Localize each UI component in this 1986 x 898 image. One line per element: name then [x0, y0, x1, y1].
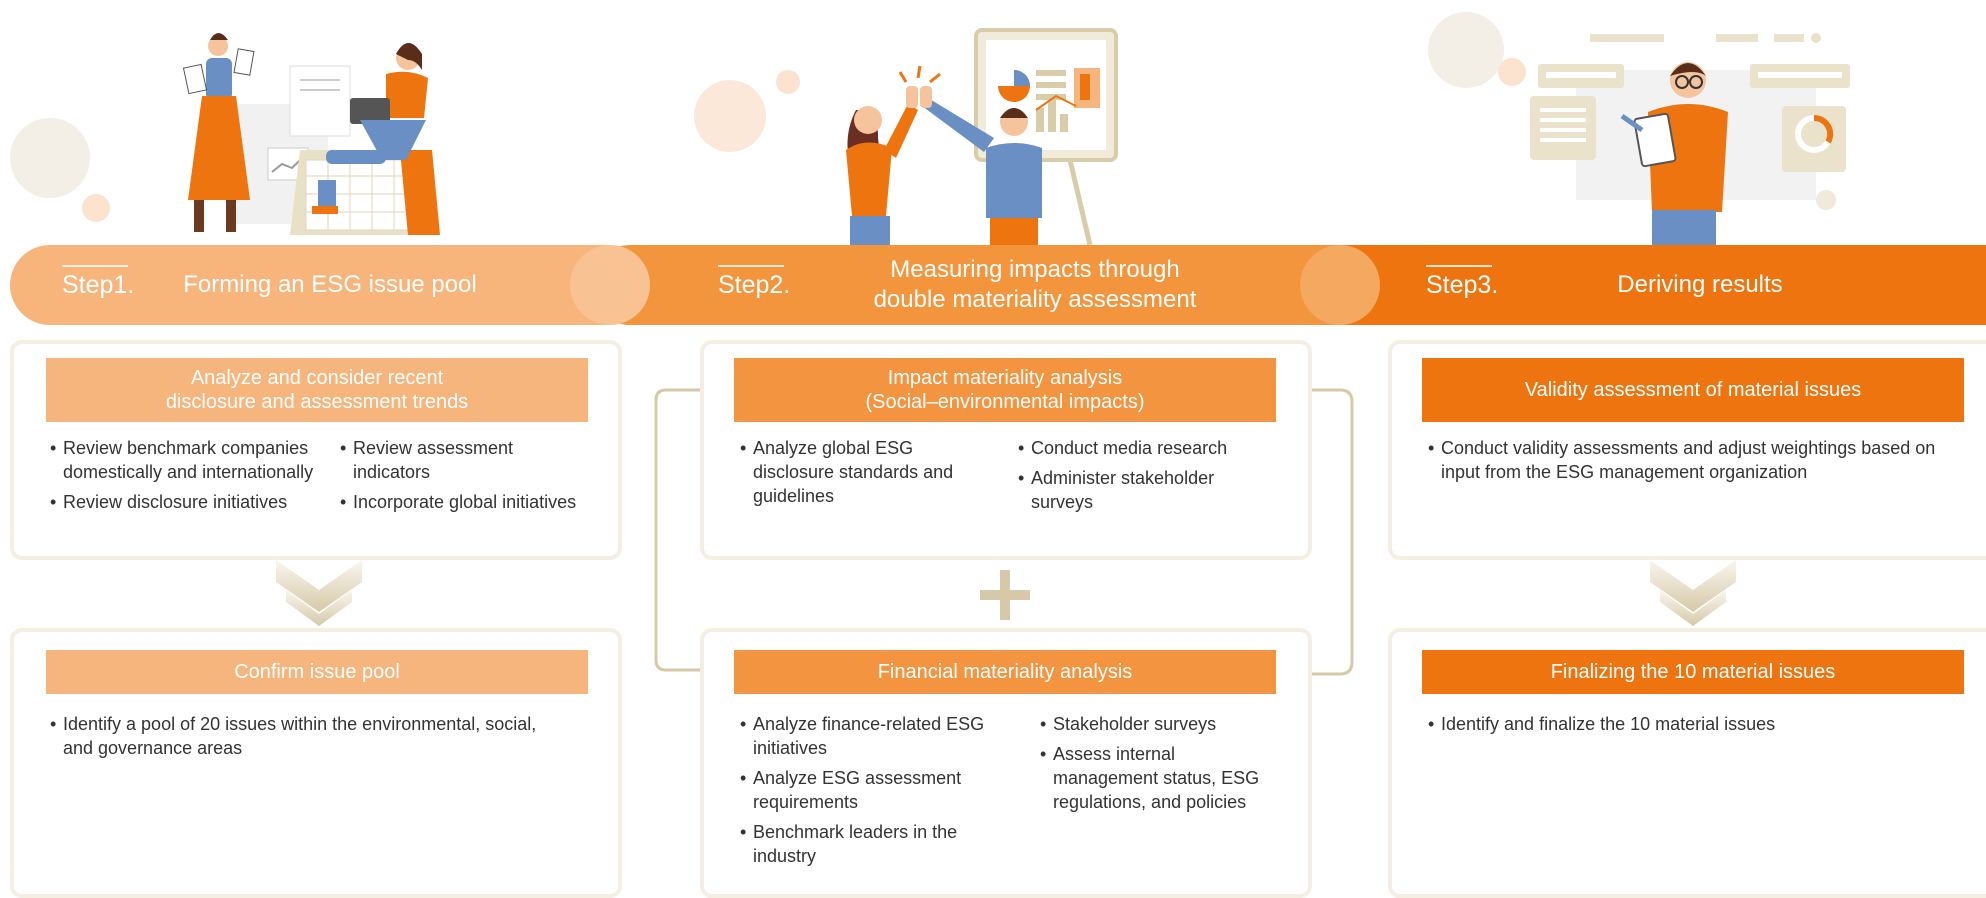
- list-item: Analyze ESG assessment requirements: [740, 766, 990, 814]
- step1-label: Step1.: [62, 245, 134, 325]
- step1-segment: [10, 245, 650, 325]
- col1-bottom-header: Confirm issue pool: [46, 650, 588, 694]
- step3-label: Step3.: [1426, 245, 1498, 325]
- step-banner: Step1. Forming an ESG issue pool Step2. …: [10, 245, 1986, 325]
- col3-top-header: Validity assessment of material issues: [1422, 358, 1964, 422]
- col1-top-left-list: Review benchmark companies domestically …: [50, 436, 320, 520]
- col3-bottom-list: Identify and finalize the 10 material is…: [1428, 712, 1968, 742]
- step3-segment: [1300, 245, 1986, 325]
- step3-title: Deriving results: [1617, 271, 1783, 298]
- step2-label: Step2.: [718, 245, 790, 325]
- list-item: Review disclosure initiatives: [50, 490, 320, 514]
- list-item: Identify and finalize the 10 material is…: [1428, 712, 1968, 736]
- step2-segment: [590, 245, 1380, 325]
- list-item: Benchmark leaders in the industry: [740, 820, 990, 868]
- col2-top-left-list: Analyze global ESG disclosure standards …: [740, 436, 990, 514]
- list-item: Identify a pool of 20 issues within the …: [50, 712, 570, 760]
- plus-icon: [980, 570, 1030, 620]
- col2-bottom-left-list: Analyze finance-related ESG initiatives …: [740, 712, 990, 874]
- step3-illustration: [1428, 12, 1850, 245]
- list-item: Conduct validity assessments and adjust …: [1428, 436, 1968, 484]
- list-item: Review assessment indicators: [340, 436, 580, 484]
- col2-bottom-header: Financial materiality analysis: [734, 650, 1276, 694]
- list-item: Analyze global ESG disclosure standards …: [740, 436, 990, 508]
- col2-bottom-right-list: Stakeholder surveys Assess internal mana…: [1040, 712, 1280, 820]
- col2-top-header: Impact materiality analysis(Social–envir…: [734, 358, 1276, 422]
- chevron-down-icon: [276, 560, 362, 626]
- list-item: Incorporate global initiatives: [340, 490, 580, 514]
- list-item: Conduct media research: [1018, 436, 1268, 460]
- col3-top-list: Conduct validity assessments and adjust …: [1428, 436, 1968, 490]
- list-item: Stakeholder surveys: [1040, 712, 1280, 736]
- step1-title: Forming an ESG issue pool: [183, 271, 477, 298]
- chevron-down-icon: [1650, 560, 1736, 626]
- step1-illustration: [10, 33, 440, 235]
- list-item: Analyze finance-related ESG initiatives: [740, 712, 990, 760]
- list-item: Review benchmark companies domestically …: [50, 436, 320, 484]
- col3-bottom-header: Finalizing the 10 material issues: [1422, 650, 1964, 694]
- col2-top-right-list: Conduct media research Administer stakeh…: [1018, 436, 1268, 520]
- step2-illustration: [694, 28, 1118, 245]
- list-item: Administer stakeholder surveys: [1018, 466, 1268, 514]
- col1-bottom-list: Identify a pool of 20 issues within the …: [50, 712, 570, 766]
- col1-top-right-list: Review assessment indicators Incorporate…: [340, 436, 580, 520]
- list-item: Assess internal management status, ESG r…: [1040, 742, 1280, 814]
- step2-title: Measuring impacts through double materia…: [873, 256, 1197, 313]
